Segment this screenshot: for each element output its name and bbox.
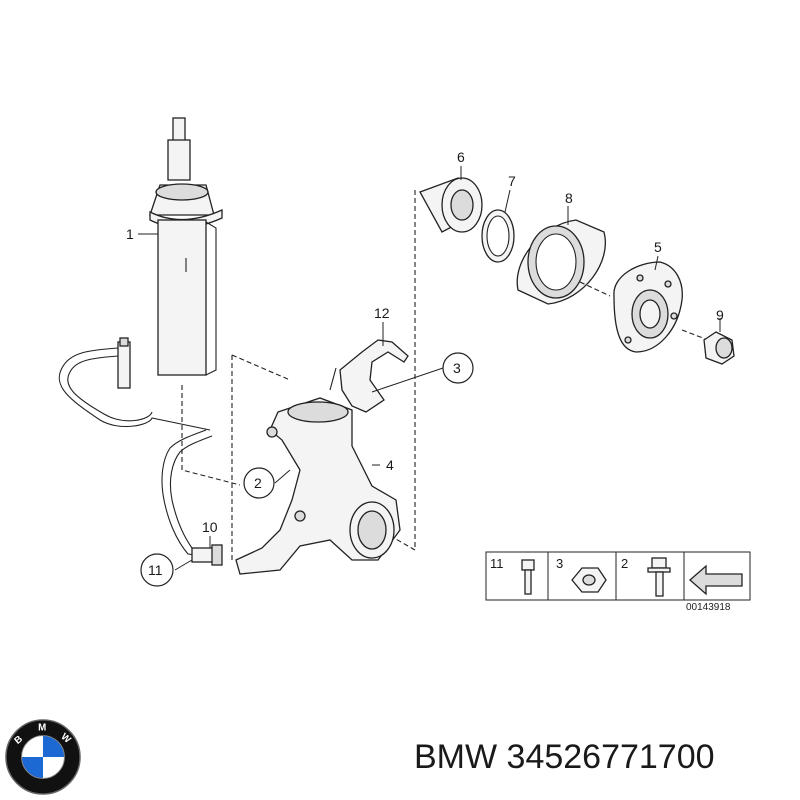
nut-icon [571, 567, 607, 593]
callout-2: 2 [254, 475, 262, 491]
flange-bolt-icon [647, 557, 671, 597]
abs-sensor-cable [58, 337, 223, 566]
callout-7: 7 [508, 173, 516, 189]
shock-absorber [149, 117, 223, 376]
sealing-ring [481, 209, 515, 263]
callout-3: 3 [453, 360, 461, 376]
legend-item-num: 3 [556, 556, 563, 571]
brake-hose-bracket [329, 339, 409, 413]
bmw-roundel-icon: B M W [5, 719, 81, 795]
leader-lines [138, 166, 721, 571]
brand-part-number: BMW 34526771700 [414, 738, 715, 776]
callout-3-circle [442, 352, 474, 384]
wheel-carrier [235, 397, 401, 575]
callout-9: 9 [716, 307, 724, 323]
callout-1: 1 [126, 226, 134, 242]
arrow-icon [689, 564, 743, 596]
callout-2-circle [243, 467, 275, 499]
wheel-bearing [419, 177, 483, 233]
bolt-icon [521, 559, 535, 595]
legend-item-num: 2 [621, 556, 628, 571]
dust-shield [516, 219, 606, 305]
fastener-legend: 11 3 2 [485, 551, 751, 601]
callout-11: 11 [148, 562, 163, 578]
wheel-hub [579, 261, 683, 353]
svg-text:M: M [38, 723, 46, 734]
collar-nut [681, 329, 735, 365]
callout-5: 5 [654, 239, 662, 255]
reference-number: 00143918 [686, 602, 731, 613]
callout-10: 10 [202, 519, 218, 535]
legend-item-num: 11 [490, 556, 504, 571]
callout-4: 4 [386, 457, 394, 473]
callout-6: 6 [457, 149, 465, 165]
callout-12: 12 [374, 305, 390, 321]
callout-8: 8 [565, 190, 573, 206]
callout-11-circle [140, 553, 174, 587]
